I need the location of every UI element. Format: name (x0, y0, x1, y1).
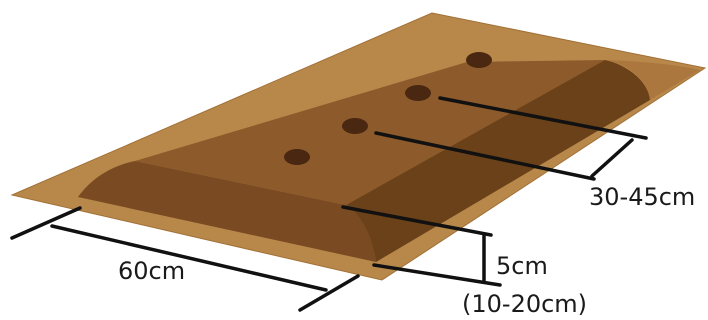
width-dimension-line (50, 224, 328, 292)
bed-end-face (605, 60, 700, 100)
bed-top-surface (135, 60, 605, 205)
bed-width-label: 60cm (118, 257, 186, 285)
bed-shaded-side (346, 60, 650, 262)
height-extension-lower (372, 263, 502, 287)
planting-hole (466, 52, 492, 68)
hole-spacing-label: 30-45cm (589, 183, 696, 211)
width-extension-right (298, 274, 360, 312)
planting-hole (405, 85, 431, 101)
width-extension-left (10, 206, 82, 240)
planting-hole (284, 149, 310, 165)
spacing-extension-lower (374, 131, 596, 181)
height-extension-upper (341, 205, 493, 237)
bed-height-label: 5cm (496, 252, 548, 280)
dimension-lines (10, 96, 648, 312)
bed-front-face (78, 161, 376, 262)
planting-hole (342, 118, 368, 134)
spacing-extension-upper (438, 96, 648, 140)
spacing-dimension-line (590, 138, 634, 178)
furrow-depth-label: (10-20cm) (462, 290, 588, 318)
